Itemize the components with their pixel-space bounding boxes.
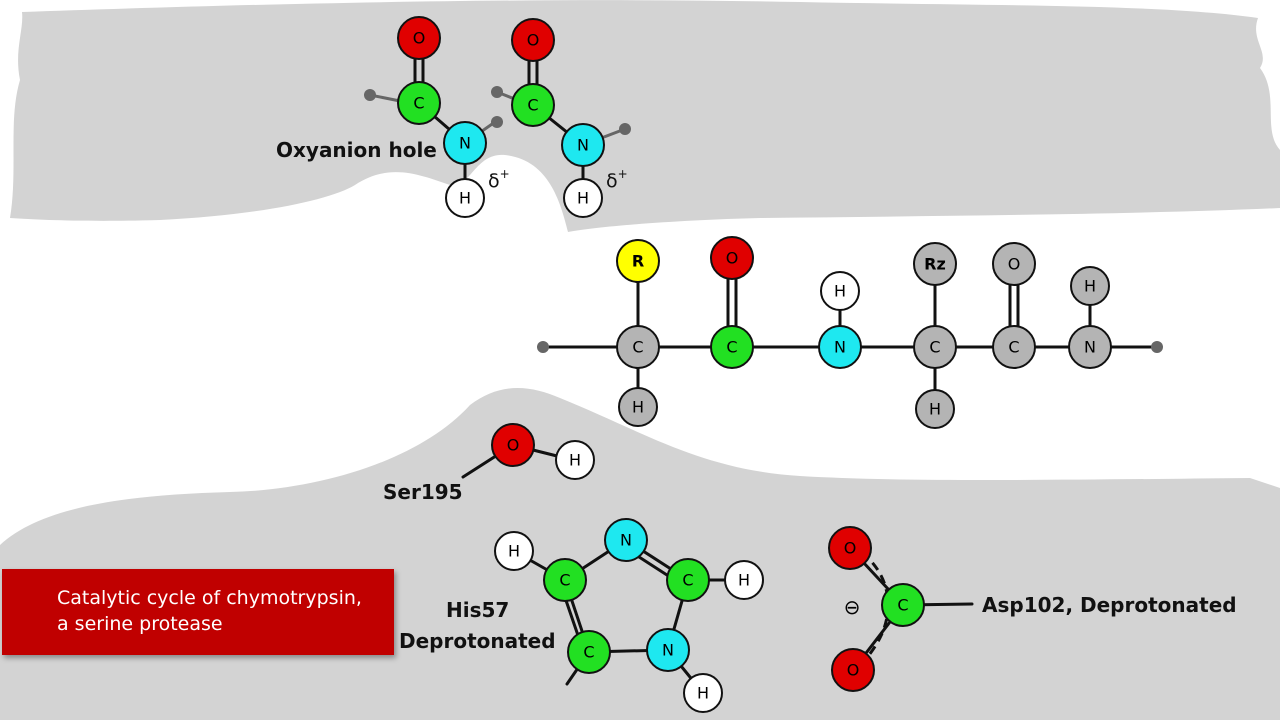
svg-text:O: O	[844, 539, 857, 558]
svg-text:H: H	[459, 189, 471, 208]
atom-carbon: C	[567, 630, 611, 674]
atom-hydrogen: H	[555, 440, 595, 480]
svg-text:C: C	[527, 96, 538, 115]
svg-text:N: N	[834, 338, 846, 357]
atom-nitrogen: N	[604, 518, 648, 562]
his57-label: His57	[446, 598, 509, 622]
asp102-label: Asp102, Deprotonated	[982, 593, 1237, 617]
svg-text:N: N	[459, 134, 471, 153]
atom-oxygen: O	[511, 18, 555, 62]
svg-text:O: O	[507, 436, 520, 455]
partial-charge-label: δ+	[606, 167, 628, 192]
atom-oxygen: O	[397, 16, 441, 60]
svg-text:N: N	[620, 531, 632, 550]
atom-carbon: C	[397, 81, 441, 125]
atom-hydrogen: H	[494, 531, 534, 571]
svg-text:H: H	[1084, 277, 1096, 296]
chain-stub-dot	[537, 341, 549, 353]
svg-text:H: H	[508, 542, 520, 561]
atom-hydrogen: H	[563, 178, 603, 218]
atom-nitrogen: N	[561, 123, 605, 167]
atom-carbon: C	[666, 558, 710, 602]
svg-text:C: C	[726, 338, 737, 357]
atom-oxygen: O	[828, 526, 872, 570]
atom-nitrogen-inactive: N	[1068, 325, 1112, 369]
svg-text:H: H	[738, 571, 750, 590]
partial-charge-label: δ+	[488, 167, 510, 192]
svg-text:C: C	[682, 571, 693, 590]
atom-hydrogen-inactive: H	[618, 387, 658, 427]
atom-r-group-inactive: Rz	[913, 242, 957, 286]
svg-text:H: H	[834, 282, 846, 301]
atom-carbon: C	[881, 583, 925, 627]
ser195-label: Ser195	[383, 480, 463, 504]
svg-text:N: N	[1084, 338, 1096, 357]
svg-text:H: H	[577, 189, 589, 208]
oxyanion-hole-label: Oxyanion hole	[276, 138, 437, 162]
svg-text:O: O	[847, 661, 860, 680]
svg-text:N: N	[577, 136, 589, 155]
svg-text:R: R	[632, 252, 644, 271]
svg-text:H: H	[569, 451, 581, 470]
svg-text:O: O	[726, 249, 739, 268]
atom-oxygen: O	[491, 423, 535, 467]
atom-carbon-inactive: C	[992, 325, 1036, 369]
atom-hydrogen: H	[445, 178, 485, 218]
atom-nitrogen: N	[818, 325, 862, 369]
atom-carbon-alpha: C	[616, 325, 660, 369]
svg-text:C: C	[559, 571, 570, 590]
svg-text:H: H	[697, 684, 709, 703]
svg-text:H: H	[632, 398, 644, 417]
atom-hydrogen: H	[820, 271, 860, 311]
svg-text:C: C	[632, 338, 643, 357]
negative-charge-icon: ⊖	[844, 595, 861, 619]
chain-stub-dot	[491, 86, 503, 98]
atom-carbon: C	[543, 558, 587, 602]
atom-hydrogen: H	[683, 673, 723, 713]
chain-stub-dot	[491, 116, 503, 128]
svg-text:C: C	[583, 643, 594, 662]
title-box: Catalytic cycle of chymotrypsin, a serin…	[2, 569, 394, 655]
atom-oxygen-inactive: O	[992, 242, 1036, 286]
his57-state-label: Deprotonated	[399, 629, 556, 653]
chain-stub-dot	[364, 89, 376, 101]
his57-residue: H C N C H N C H His57 Deprotonated	[399, 518, 764, 713]
atom-nitrogen: N	[646, 628, 690, 672]
svg-text:O: O	[1008, 255, 1021, 274]
title-line-2: a serine protease	[57, 613, 223, 635]
atom-carbon: C	[511, 83, 555, 127]
atom-hydrogen: H	[724, 560, 764, 600]
svg-text:Rz: Rz	[924, 255, 946, 274]
title-line-1: Catalytic cycle of chymotrypsin,	[57, 587, 362, 609]
svg-text:O: O	[413, 29, 426, 48]
svg-text:C: C	[929, 338, 940, 357]
atom-nitrogen: N	[443, 121, 487, 165]
chain-stub-dot	[619, 123, 631, 135]
svg-text:O: O	[527, 31, 540, 50]
ser195-residue: O H Ser195	[383, 423, 595, 504]
oxyanion-hole: O C N H O C N H Oxyanion hole δ+ δ+	[276, 16, 631, 218]
chain-stub-dot	[1151, 341, 1163, 353]
svg-text:C: C	[897, 596, 908, 615]
svg-text:C: C	[413, 94, 424, 113]
protein-upper-surface	[10, 0, 1280, 233]
svg-text:C: C	[1008, 338, 1019, 357]
atom-r-group: R	[616, 239, 660, 283]
svg-text:H: H	[929, 400, 941, 419]
svg-text:N: N	[662, 641, 674, 660]
atom-hydrogen-inactive: H	[915, 389, 955, 429]
atom-hydrogen-inactive: H	[1070, 266, 1110, 306]
atom-carbon: C	[710, 325, 754, 369]
atom-oxygen: O	[831, 648, 875, 692]
asp102-residue: O C O ⊖ Asp102, Deprotonated	[828, 526, 1237, 692]
atom-oxygen: O	[710, 236, 754, 280]
atom-carbon-inactive: C	[913, 325, 957, 369]
substrate-peptide: R C H O C H N Rz C H O C H N	[537, 236, 1163, 429]
